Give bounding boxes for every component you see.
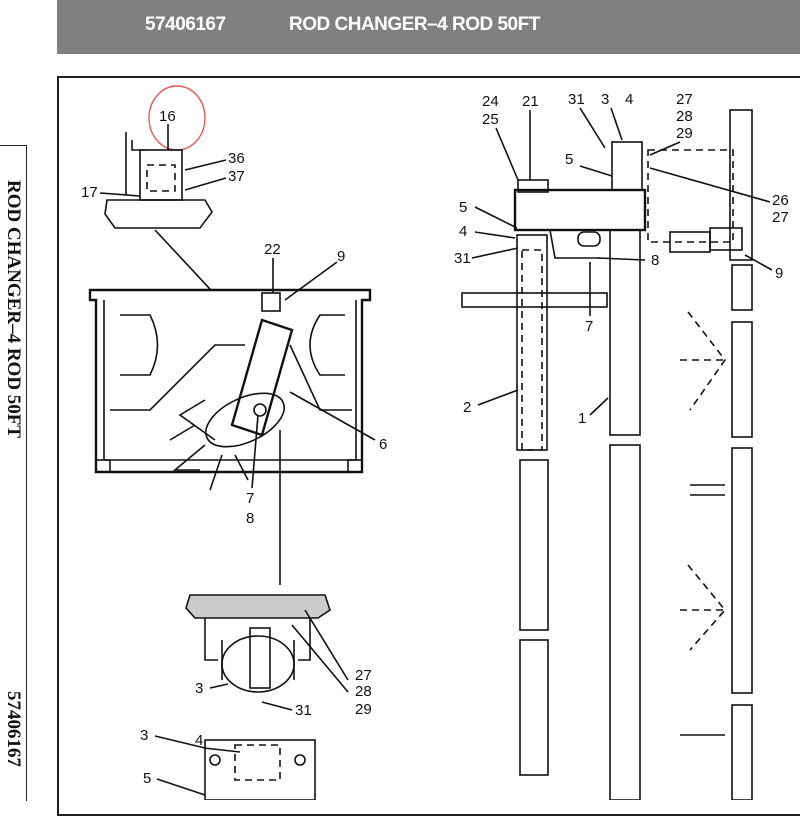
callout-3: 3 xyxy=(601,91,609,108)
detail-frame xyxy=(88,288,372,585)
callout-7: 7 xyxy=(246,490,254,507)
callout-28: 28 xyxy=(676,108,693,125)
callout-5: 5 xyxy=(143,770,151,787)
detail-bracket xyxy=(185,594,331,800)
page-header: 57406167 ROD CHANGER–4 ROD 50FT xyxy=(57,0,800,54)
callout-5: 5 xyxy=(565,151,573,168)
callout-7: 7 xyxy=(585,318,593,335)
callouts-left: 16 36 37 17 22 9 6 7 8 27 28 29 3 31 4 3… xyxy=(81,108,387,796)
callout-31: 31 xyxy=(568,91,585,108)
callout-28: 28 xyxy=(355,683,372,700)
callout-27: 27 xyxy=(355,667,372,684)
side-tab: ROD CHANGER–4 ROD 50FT 57406167 xyxy=(0,145,27,801)
callout-24: 24 xyxy=(482,93,499,110)
callout-21: 21 xyxy=(522,93,539,110)
callout-27: 27 xyxy=(676,91,693,108)
callout-3b: 3 xyxy=(140,727,148,744)
callout-5b: 5 xyxy=(459,199,467,216)
callouts-right: 24 25 21 31 3 4 27 28 29 5 26 27 5 4 31 … xyxy=(454,91,789,427)
callout-9: 9 xyxy=(775,265,783,282)
header-title: ROD CHANGER–4 ROD 50FT xyxy=(289,14,540,35)
callout-22: 22 xyxy=(264,241,281,258)
callout-37: 37 xyxy=(228,168,245,185)
callout-31: 31 xyxy=(295,702,312,719)
callout-29: 29 xyxy=(676,125,693,142)
callout-1: 1 xyxy=(578,410,586,427)
callout-8: 8 xyxy=(246,510,254,527)
detail-rod-assembly xyxy=(461,109,753,800)
callout-29: 29 xyxy=(355,701,372,718)
highlight-circle xyxy=(148,85,206,151)
callout-3: 3 xyxy=(195,680,203,697)
callout-6: 6 xyxy=(379,436,387,453)
callout-17: 17 xyxy=(81,184,98,201)
callout-26: 26 xyxy=(772,192,789,209)
callout-2: 2 xyxy=(463,399,471,416)
callout-27b: 27 xyxy=(772,209,789,226)
callout-4b: 4 xyxy=(459,223,467,240)
header-part-number: 57406167 xyxy=(145,14,226,35)
callout-9: 9 xyxy=(337,248,345,265)
callout-4: 4 xyxy=(195,732,203,749)
callout-16: 16 xyxy=(159,108,176,125)
callout-36: 36 xyxy=(228,150,245,167)
callout-31b: 31 xyxy=(454,250,471,267)
callout-4: 4 xyxy=(625,91,633,108)
callout-8: 8 xyxy=(651,252,659,269)
callout-25: 25 xyxy=(482,111,499,128)
